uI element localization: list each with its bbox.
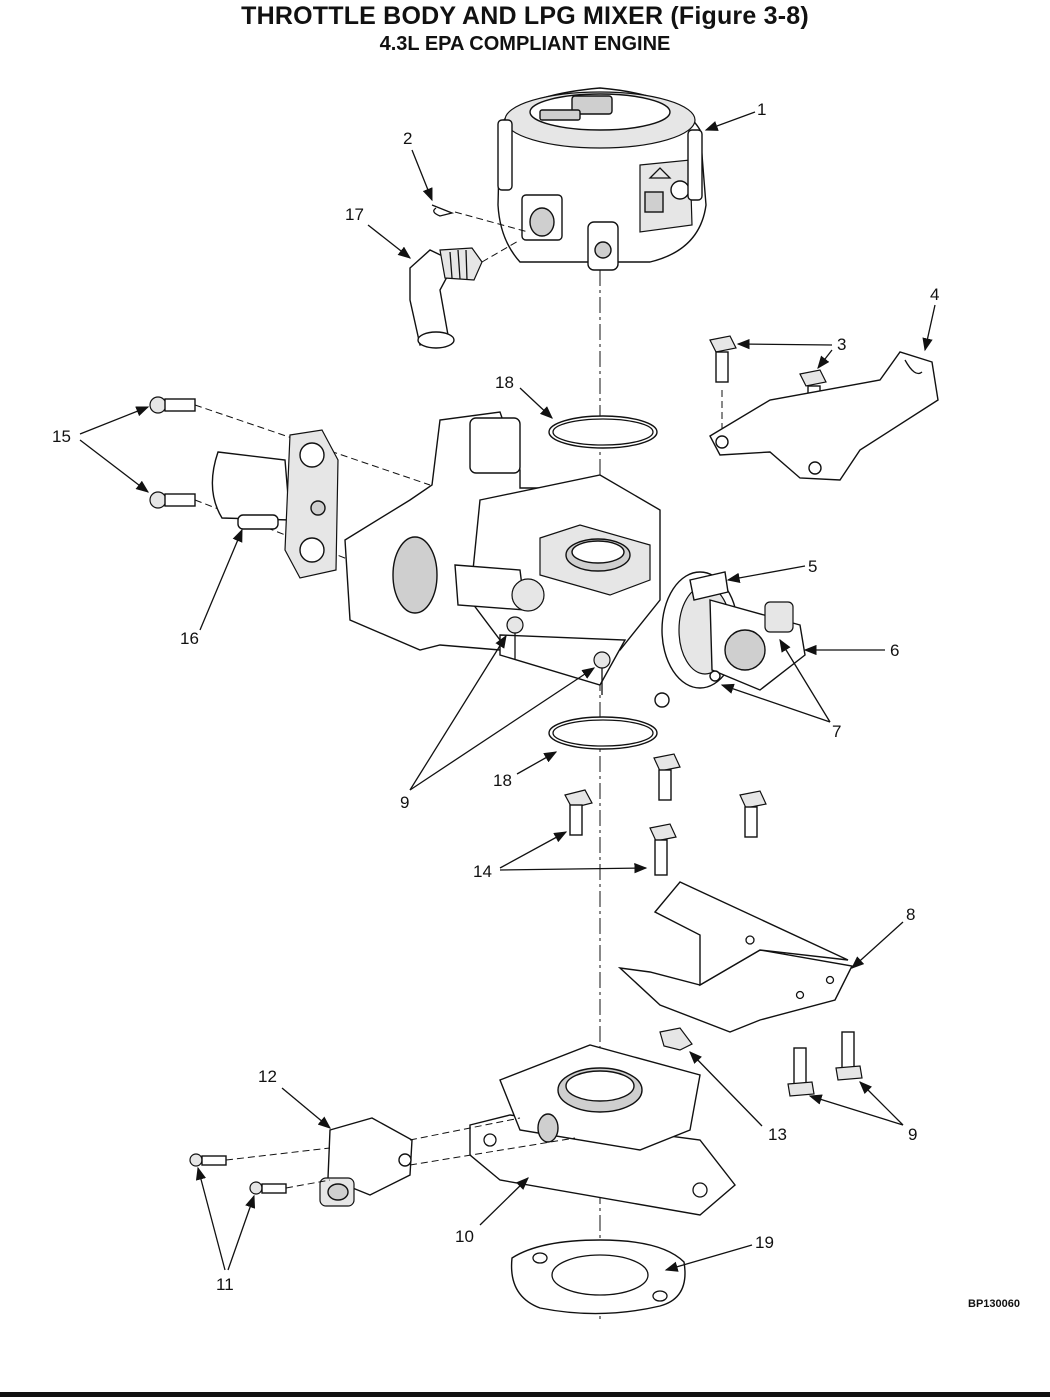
adapter-bolts (787, 1031, 863, 1097)
figure-title: THROTTLE BODY AND LPG MIXER (Figure 3-8) (241, 2, 809, 30)
throttle-body-bolts (564, 753, 767, 876)
callout-13: 13 (768, 1125, 787, 1144)
gasket (510, 1239, 686, 1315)
callout-4: 4 (930, 285, 939, 304)
callout-12: 12 (258, 1067, 277, 1086)
throttle-position-sensor (654, 571, 806, 708)
elbow-fitting (409, 239, 521, 349)
throttle-bracket (709, 351, 939, 481)
idle-air-actuator (211, 429, 339, 579)
callout-labels: 1 2 3 4 5 6 7 8 9 9 10 11 12 13 14 15 16… (52, 100, 939, 1294)
throttle-body (344, 411, 661, 695)
fitting (659, 1027, 693, 1051)
callout-16: 16 (180, 629, 199, 648)
callout-19: 19 (755, 1233, 774, 1252)
callout-9-upper: 9 (400, 793, 409, 812)
heat-shield (617, 949, 854, 1033)
callout-17: 17 (345, 205, 364, 224)
o-ring-upper (548, 415, 658, 449)
map-sensor (319, 1117, 413, 1207)
callout-18-upper: 18 (495, 373, 514, 392)
callout-3: 3 (837, 335, 846, 354)
callout-6: 6 (890, 641, 899, 660)
callout-5: 5 (808, 557, 817, 576)
callout-9-lower: 9 (908, 1125, 917, 1144)
callout-1: 1 (757, 100, 766, 119)
callout-7: 7 (832, 722, 841, 741)
o-ring-lower (548, 716, 658, 750)
callout-15: 15 (52, 427, 71, 446)
callout-14: 14 (473, 862, 492, 881)
figure-code: BP130060 (968, 1298, 1020, 1310)
figure-subtitle: 4.3L EPA COMPLIANT ENGINE (379, 33, 671, 55)
callout-8: 8 (906, 905, 915, 924)
sensor-screws (189, 1147, 331, 1195)
leader-lines (79, 111, 936, 1272)
callout-18-lower: 18 (493, 771, 512, 790)
callout-10: 10 (455, 1227, 474, 1246)
lpg-mixer (497, 87, 707, 271)
callout-2: 2 (403, 129, 412, 148)
retaining-clip (431, 204, 455, 217)
callout-11: 11 (216, 1275, 234, 1294)
throttle-adapter (469, 1044, 736, 1216)
bottom-rule (0, 1392, 1050, 1397)
